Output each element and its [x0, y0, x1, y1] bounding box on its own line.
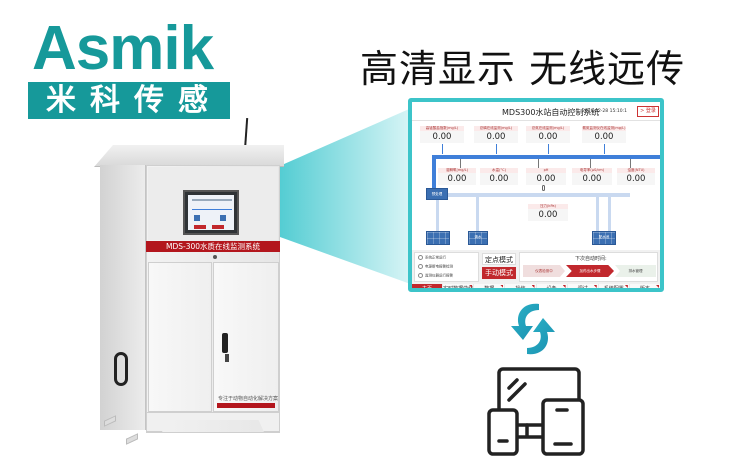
cabinet-roof	[94, 145, 284, 167]
tank-pretreatment: 预处理	[426, 188, 448, 200]
measurement-temp: 水温(°C) 0.00	[480, 168, 518, 185]
riser-pipe	[432, 155, 436, 190]
measurement-tp: 总磷在线监测(mg/L) 0.00	[474, 126, 518, 143]
cabinet-indicator	[213, 255, 217, 259]
sensor-stem	[630, 159, 631, 169]
branch-pipe	[436, 200, 439, 232]
sensor-stem	[442, 144, 443, 154]
measurement-turbidity: 浊度(NTU) 0.00	[617, 168, 655, 185]
measurement-pressure: 压力(kPa) 0.00	[528, 204, 568, 221]
status-item[interactable]: 监测仪器运行报警	[418, 273, 453, 279]
manual-mode-button[interactable]: 手动模式	[482, 267, 516, 279]
fixed-mode-button[interactable]: 定点模式	[482, 253, 516, 265]
cable-coil-icon	[114, 352, 128, 386]
sensor-stem	[538, 159, 539, 169]
cabinet-touchscreen	[183, 190, 239, 235]
sensor-stem	[548, 144, 549, 154]
branch-pipe	[608, 197, 611, 232]
cabinet-foot	[126, 433, 138, 445]
valve-icon[interactable]	[435, 213, 441, 219]
step-2-active: 加药出水步骤	[566, 265, 614, 277]
multi-device-icon	[487, 366, 585, 458]
door-tag-text: 专注于动物自动化解决方案	[218, 396, 279, 402]
brand-logo-text: Asmik	[32, 14, 214, 83]
process-steps: 下次自动时间: 仪表检测中 加药出水步骤 排水管理	[519, 252, 658, 282]
cabinet-side	[100, 165, 146, 430]
lock-icon	[225, 354, 229, 362]
tab-debug[interactable]: 调试	[567, 284, 598, 288]
measurement-cod: 高锰酸盐指数(mg/L) 0.00	[420, 126, 464, 143]
status-item[interactable]: 系统正常运行	[418, 255, 446, 261]
door-handle-icon	[222, 333, 228, 353]
tab-system-config[interactable]: 系统配置	[598, 284, 629, 288]
door-tag-stripe	[217, 403, 275, 408]
sync-arrows-icon	[505, 300, 561, 358]
sensor-stem	[460, 159, 461, 169]
valve-icon[interactable]	[475, 213, 481, 219]
tank-sample	[426, 231, 450, 245]
branch-pipe	[476, 197, 479, 232]
step-3: 排水管理	[615, 265, 656, 277]
tank-clean-water: 清水	[468, 231, 488, 245]
tab-operation[interactable]: 操作	[505, 284, 536, 288]
step-1: 仪表检测中	[523, 265, 565, 277]
hmi-datetime: 2026-02-28 15:10:1	[582, 109, 627, 114]
tab-home[interactable]: 主页	[412, 284, 443, 288]
brand-logo-cn: 米科传感	[28, 82, 230, 119]
tab-realtime-curve[interactable]: 实时数据曲线	[443, 284, 474, 292]
measurement-nh3n: 氨氮监测仪在线监测(mg/L) 0.00	[582, 126, 626, 143]
sensor-stem	[604, 144, 605, 154]
tank-distribution: 配水池	[592, 231, 616, 245]
header-divider	[412, 120, 660, 121]
sensor-stem	[496, 144, 497, 154]
valve-icon[interactable]	[596, 216, 602, 222]
cabinet-door-left	[148, 262, 212, 412]
measurement-do: 溶解氧(mg/L) 0.00	[438, 168, 476, 185]
hmi-tab-bar: 主页 实时数据曲线 数据 操作 设备 调试 系统配置 版本	[412, 284, 660, 292]
valve-icon[interactable]	[608, 216, 614, 222]
valve-icon[interactable]	[596, 204, 602, 210]
tab-device[interactable]: 设备	[536, 284, 567, 288]
flow-sensor-icon	[542, 185, 545, 191]
headline: 高清显示 无线远传	[360, 47, 686, 91]
status-checklist: 系统正常运行 电源断电报警检测 监测仪器运行报警	[414, 252, 479, 282]
hmi-screen: MDS300水站自动控制系统 2026-02-28 15:10:1 > 登录 高…	[408, 98, 664, 292]
valve-icon[interactable]	[608, 204, 614, 210]
sensor-stem	[590, 159, 591, 169]
login-button[interactable]: > 登录	[637, 106, 659, 117]
branch-pipe	[596, 197, 599, 232]
measurement-tn: 总氮在线监测(mg/L) 0.00	[526, 126, 570, 143]
cabinet-label: MDS-300水质在线监测系统	[146, 241, 280, 252]
tab-data[interactable]: 数据	[474, 284, 505, 288]
next-run-label: 下次自动时间:	[575, 256, 607, 262]
distribution-pipe	[440, 193, 630, 197]
status-item[interactable]: 电源断电报警检测	[418, 264, 453, 270]
measurement-conductivity: 电导率(μS/cm) 0.00	[572, 168, 612, 185]
hmi-title: MDS300水站自动控制系统	[502, 108, 600, 117]
main-pipe	[432, 155, 660, 159]
tab-version[interactable]: 版本	[629, 284, 660, 288]
measurement-ph: pH 0.00	[526, 168, 566, 185]
